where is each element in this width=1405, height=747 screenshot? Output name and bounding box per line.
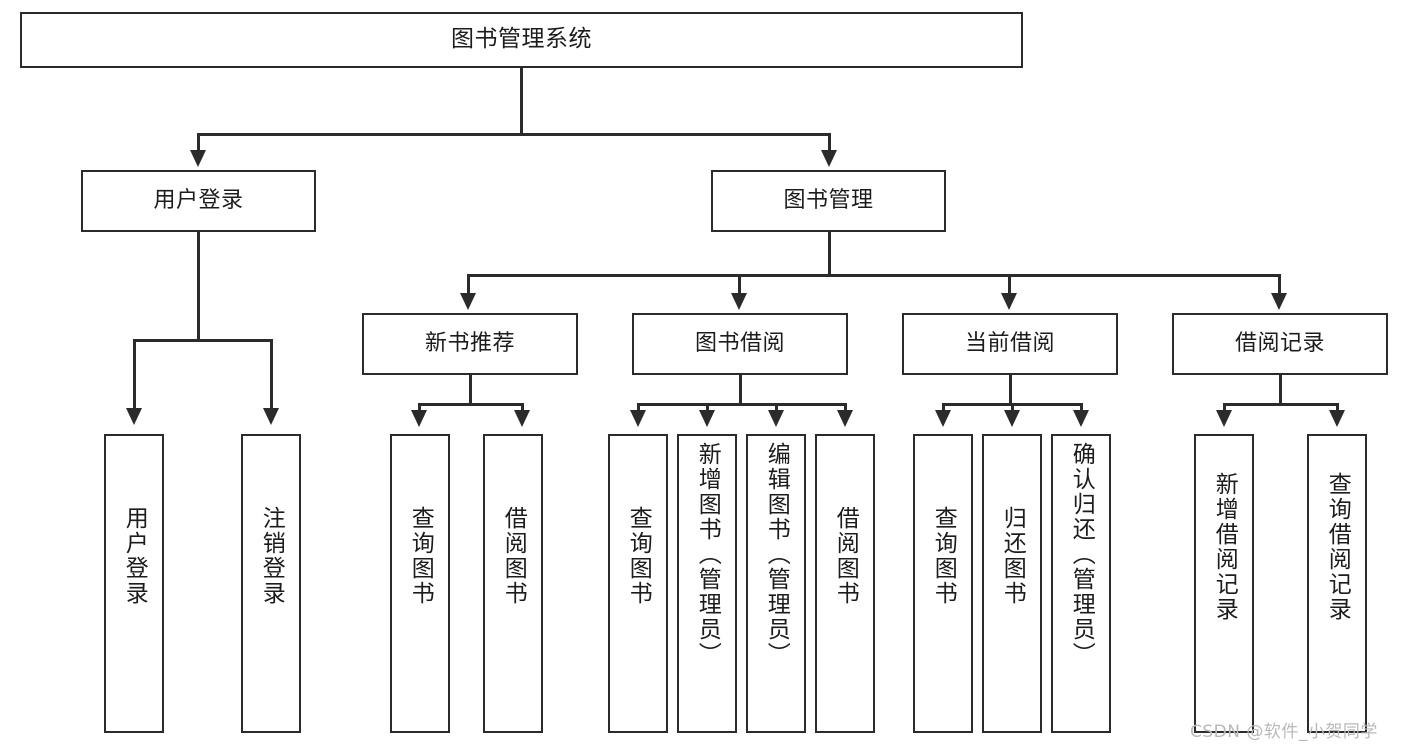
- node-user-login[interactable]: 用户登录: [81, 170, 316, 232]
- connector-cb-child-1: [942, 403, 945, 415]
- connector-root-stem: [520, 68, 523, 134]
- node-label: 借阅图书: [500, 506, 527, 606]
- connector-user-login-stem: [197, 232, 200, 341]
- node-borrow-record[interactable]: 借阅记录: [1172, 313, 1388, 375]
- csdn-watermark: CSDN @软件_小贺同学: [1190, 722, 1378, 742]
- connector-nbr-stem: [469, 375, 472, 405]
- leaf-user-login[interactable]: 用户登录: [104, 434, 164, 733]
- connector-bb-child-2: [706, 403, 709, 415]
- connector-nbr-child-2: [521, 403, 524, 415]
- arrowhead-leaf-query-book-1: [411, 410, 427, 427]
- arrowhead-leaf-user-login: [126, 408, 142, 425]
- connector-nbr-child-1: [418, 403, 421, 415]
- node-label: 当前借阅: [964, 330, 1055, 356]
- connector-bm-child-2: [738, 274, 741, 298]
- arrowhead-leaf-borrow-book-1: [514, 410, 530, 427]
- arrowhead-borrow-record: [1271, 293, 1287, 310]
- arrowhead-leaf-confirm-return: [1073, 410, 1089, 427]
- leaf-confirm-return-admin[interactable]: 确认归还（管理员）: [1051, 434, 1111, 733]
- leaf-query-book-current[interactable]: 查询图书: [913, 434, 973, 733]
- connector-br-child-2: [1336, 403, 1339, 415]
- node-label: 图书借阅: [694, 330, 785, 356]
- node-label: 确认归还（管理员）: [1068, 442, 1095, 667]
- connector-bb-child-3: [775, 403, 778, 415]
- arrowhead-book-manage: [821, 150, 837, 167]
- node-label: 归还图书: [999, 506, 1026, 606]
- node-label: 查询图书: [625, 506, 652, 606]
- connector-bb-bus: [637, 403, 844, 406]
- connector-bb-child-1: [637, 403, 640, 415]
- arrowhead-current-borrow: [1001, 293, 1017, 310]
- leaf-borrow-book-borrow[interactable]: 借阅图书: [815, 434, 875, 733]
- connector-cb-child-2: [1011, 403, 1014, 415]
- leaf-logout[interactable]: 注销登录: [241, 434, 301, 733]
- leaf-add-borrow-record[interactable]: 新增借阅记录: [1194, 434, 1254, 733]
- connector-user-login-child-2: [270, 339, 273, 413]
- connector-bm-child-4: [1278, 274, 1281, 298]
- leaf-borrow-book-recommend[interactable]: 借阅图书: [483, 434, 543, 733]
- connector-book-manage-bus: [467, 274, 1280, 277]
- node-label: 用户登录: [121, 506, 148, 606]
- leaf-return-book[interactable]: 归还图书: [982, 434, 1042, 733]
- connector-book-manage-stem: [828, 232, 831, 276]
- node-label: 新书推荐: [424, 330, 515, 356]
- node-label: 借阅图书: [832, 506, 859, 606]
- connector-br-bus: [1223, 403, 1336, 406]
- node-label: 查询图书: [930, 506, 957, 606]
- node-new-book-recommend[interactable]: 新书推荐: [362, 313, 578, 375]
- node-label: 用户登录: [153, 187, 244, 213]
- node-book-borrow[interactable]: 图书借阅: [632, 313, 848, 375]
- node-label: 注销登录: [258, 506, 285, 606]
- arrowhead-book-borrow: [731, 293, 747, 310]
- leaf-query-book-recommend[interactable]: 查询图书: [390, 434, 450, 733]
- leaf-query-book-borrow[interactable]: 查询图书: [608, 434, 668, 733]
- arrowhead-user-login: [190, 150, 206, 167]
- node-label: 借阅记录: [1234, 330, 1325, 356]
- arrowhead-leaf-edit-book: [768, 410, 784, 427]
- arrowhead-leaf-borrow-book-2: [837, 410, 853, 427]
- node-label: 图书管理系统: [451, 26, 592, 53]
- node-book-management[interactable]: 图书管理: [711, 170, 946, 232]
- leaf-edit-book-admin[interactable]: 编辑图书（管理员）: [746, 434, 806, 733]
- arrowhead-leaf-query-record: [1329, 410, 1345, 427]
- connector-user-login-child-1: [133, 339, 136, 413]
- arrowhead-leaf-add-record: [1216, 410, 1232, 427]
- connector-cb-child-3: [1080, 403, 1083, 415]
- connector-bb-stem: [739, 375, 742, 405]
- node-label: 查询借阅记录: [1324, 472, 1351, 622]
- connector-cb-stem: [1009, 375, 1012, 405]
- connector-root-bus: [197, 133, 831, 136]
- node-label: 新增借阅记录: [1211, 472, 1238, 622]
- leaf-query-borrow-record[interactable]: 查询借阅记录: [1307, 434, 1367, 733]
- connector-bb-child-4: [844, 403, 847, 415]
- connector-nbr-bus: [418, 403, 521, 406]
- arrowhead-leaf-query-book-3: [935, 410, 951, 427]
- connector-bm-child-3: [1008, 274, 1011, 298]
- node-root-system[interactable]: 图书管理系统: [20, 12, 1023, 68]
- arrowhead-leaf-add-book: [699, 410, 715, 427]
- node-label: 编辑图书（管理员）: [763, 442, 790, 667]
- connector-br-stem: [1279, 375, 1282, 405]
- node-label: 新增图书（管理员）: [694, 442, 721, 667]
- connector-br-child-1: [1223, 403, 1226, 415]
- node-current-borrow[interactable]: 当前借阅: [902, 313, 1118, 375]
- leaf-add-book-admin[interactable]: 新增图书（管理员）: [677, 434, 737, 733]
- connector-user-login-bus: [133, 339, 272, 342]
- arrowhead-leaf-return-book: [1004, 410, 1020, 427]
- connector-root-to-user-login: [197, 133, 200, 157]
- connector-bm-child-1: [467, 274, 470, 298]
- connector-root-to-book-manage: [828, 133, 831, 157]
- node-label: 查询图书: [407, 506, 434, 606]
- arrowhead-leaf-query-book-2: [630, 410, 646, 427]
- arrowhead-leaf-logout: [263, 408, 279, 425]
- arrowhead-new-book-recommend: [460, 293, 476, 310]
- node-label: 图书管理: [783, 187, 874, 213]
